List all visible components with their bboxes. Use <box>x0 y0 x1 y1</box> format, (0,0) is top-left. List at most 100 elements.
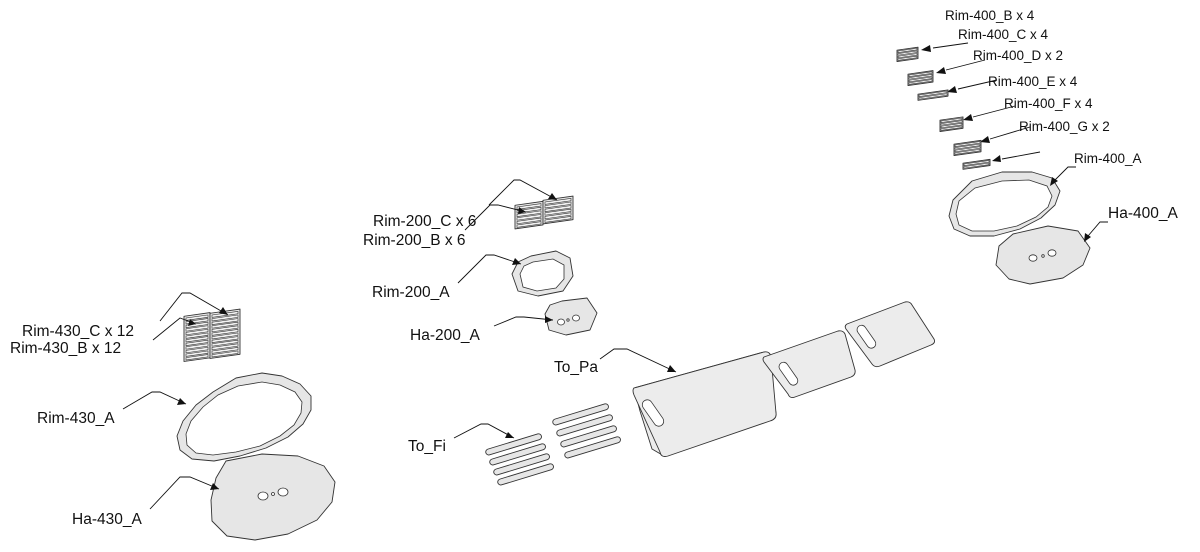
strip <box>544 208 572 216</box>
arrowhead <box>921 45 931 52</box>
strip <box>516 210 542 217</box>
arrowhead <box>219 307 228 315</box>
strip <box>211 325 239 333</box>
strip <box>211 350 239 358</box>
fi-stick <box>560 425 617 448</box>
small-rim-bundle <box>962 158 991 170</box>
part-to-pa: To_Pa <box>554 301 936 457</box>
strip <box>211 336 239 343</box>
strip <box>185 328 209 336</box>
small-rim-bundle <box>953 139 982 156</box>
part-to-fi: To_Fi <box>408 403 621 486</box>
leader-rim-400-c <box>945 59 986 71</box>
strip <box>185 325 209 332</box>
part-rim-430-c <box>209 308 241 359</box>
strip <box>185 354 209 361</box>
label-rim-400-g: Rim-400_G x 2 <box>1019 119 1110 134</box>
arrowhead <box>177 398 186 405</box>
part-rim-430-b <box>183 312 211 362</box>
group-430: Rim-430_C x 12 Rim-430_B x 12 Rim-430_A … <box>10 292 336 541</box>
strip <box>544 198 572 205</box>
arrowhead <box>963 114 973 121</box>
part-ha-430-a <box>210 453 336 541</box>
strip <box>185 346 209 354</box>
label-rim-430-c: Rim-430_C x 12 <box>22 323 134 340</box>
fi-stick <box>493 453 550 476</box>
part-ha-200-a <box>544 297 598 336</box>
label-rim-200-b: Rim-200_B x 6 <box>363 232 466 249</box>
strip <box>185 343 209 350</box>
arrowhead <box>545 316 553 323</box>
part-ha-400-a <box>995 225 1091 285</box>
label-ha-400-a: Ha-400_A <box>1108 205 1178 222</box>
arrowhead <box>992 155 1001 162</box>
label-to-fi: To_Fi <box>408 438 446 455</box>
leader-rim-400-e <box>972 105 1016 118</box>
part-rim-430-a <box>176 372 312 462</box>
strip <box>211 347 239 354</box>
strip <box>185 321 209 328</box>
label-rim-430-a: Rim-430_A <box>37 410 115 427</box>
label-rim-400-e: Rim-400_E x 4 <box>988 74 1078 89</box>
strip <box>516 217 542 225</box>
fi-stick <box>552 403 609 426</box>
small-rim-bundle <box>939 116 964 132</box>
strip <box>211 339 239 347</box>
small-rim-bundle <box>917 89 949 101</box>
strip <box>185 350 209 357</box>
part-rim-200-a <box>511 250 574 297</box>
strip <box>185 336 209 343</box>
fi-stick <box>556 414 613 437</box>
small-rim-bundle <box>896 46 919 62</box>
label-rim-200-a: Rim-200_A <box>372 284 450 301</box>
strip <box>544 201 572 209</box>
strip <box>516 203 542 210</box>
leader-ha-200-a <box>493 316 554 327</box>
leader-ha-400-a <box>1087 221 1108 237</box>
label-rim-400-d: Rim-400_D x 2 <box>973 48 1063 63</box>
label-rim-400-a: Rim-400_A <box>1074 151 1142 166</box>
arrowhead <box>1084 233 1091 242</box>
strip <box>185 314 209 321</box>
arrowhead <box>188 319 196 326</box>
strip <box>211 318 239 325</box>
leader-rim-200-a <box>457 254 522 284</box>
leader-rim-200-b <box>464 204 527 231</box>
label-ha-200-a: Ha-200_A <box>410 327 480 344</box>
strip <box>185 332 209 339</box>
label-rim-430-b: Rim-430_B x 12 <box>10 340 121 357</box>
leader-rim-430-c <box>159 292 229 322</box>
label-rim-400-f: Rim-400_F x 4 <box>1004 96 1093 111</box>
strip <box>544 216 572 223</box>
label-ha-430-a: Ha-430_A <box>72 511 142 528</box>
fi-stick <box>497 463 554 486</box>
fi-stick <box>489 443 546 466</box>
group-400: Rim-400_B x 4 Rim-400_C x 4 Rim-400_D x … <box>896 8 1178 285</box>
strip <box>185 339 209 346</box>
strip <box>516 214 542 221</box>
leader-rim-400-d <box>957 79 998 90</box>
arrowhead <box>936 67 946 74</box>
leader-rim-400-f <box>989 126 1031 140</box>
part-rim-400-a <box>948 171 1061 237</box>
strip <box>211 343 239 351</box>
strip <box>211 314 239 322</box>
strip <box>544 212 572 220</box>
strip <box>516 221 542 228</box>
arrowhead <box>505 432 514 438</box>
arrowhead <box>1050 177 1058 186</box>
arrowhead <box>548 193 557 200</box>
fi-stick <box>564 436 621 459</box>
part-rim-200-b <box>514 200 544 230</box>
part-rim-200-c <box>542 195 574 225</box>
leader-rim-400-g <box>1001 151 1041 160</box>
arrowhead <box>947 86 957 93</box>
arrowhead <box>210 483 219 490</box>
strip <box>211 321 239 329</box>
arrowhead <box>980 136 990 143</box>
leader-rim-430-a <box>122 391 187 410</box>
small-rim-bundle <box>907 70 934 86</box>
arrowhead <box>512 258 521 265</box>
strip <box>544 205 572 212</box>
